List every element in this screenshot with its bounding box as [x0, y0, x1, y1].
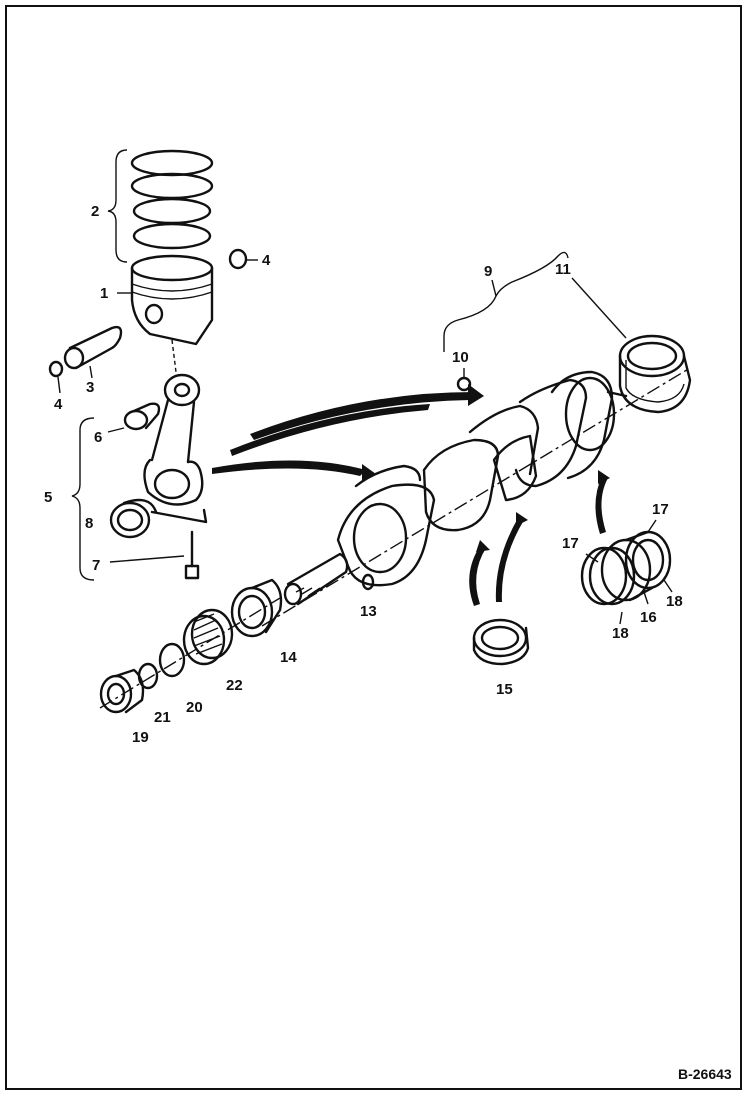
leader-17b	[647, 519, 657, 533]
washer-20	[158, 642, 186, 678]
callout-17-right: 17	[652, 501, 669, 518]
leader-11	[571, 277, 627, 339]
crankshaft	[261, 367, 691, 627]
leader-4-left	[57, 376, 61, 394]
snap-ring-right	[228, 248, 248, 270]
centerline-piston	[171, 339, 177, 373]
leader-16	[643, 591, 649, 605]
callout-9: 9	[484, 263, 492, 280]
callout-8: 8	[85, 515, 93, 532]
leader-18a	[619, 611, 623, 625]
callout-22: 22	[226, 677, 243, 694]
callout-1: 1	[100, 285, 108, 302]
callout-18-right: 18	[666, 593, 683, 610]
callout-10: 10	[452, 349, 469, 366]
front-bearing	[230, 578, 283, 638]
callout-7: 7	[92, 557, 100, 574]
callout-20: 20	[186, 699, 203, 716]
callout-14: 14	[280, 649, 297, 666]
callout-4-left: 4	[54, 396, 63, 413]
callout-2: 2	[91, 203, 99, 220]
callout-15: 15	[496, 681, 513, 698]
leader-7	[109, 555, 185, 563]
callout-4-right: 4	[262, 252, 271, 269]
centerline-front	[99, 597, 281, 709]
rod-bearing	[109, 498, 158, 539]
leader-6	[107, 427, 125, 433]
bracket-5	[71, 417, 95, 581]
small-end-bushing	[123, 402, 161, 431]
callout-3: 3	[86, 379, 94, 396]
piston	[130, 254, 214, 346]
leader-18b	[663, 579, 673, 593]
leader-3	[89, 365, 93, 379]
connecting-rod	[143, 373, 208, 524]
callout-21: 21	[154, 709, 171, 726]
callout-6: 6	[94, 429, 102, 446]
leader-17a	[585, 553, 599, 563]
main-bearing	[472, 618, 530, 666]
bracket-9	[443, 251, 569, 352]
woodruff-key	[361, 573, 375, 591]
assembly-arrows	[212, 384, 610, 606]
piston-rings	[130, 149, 214, 250]
bracket-2	[107, 149, 128, 263]
callout-17-left: 17	[562, 535, 579, 552]
timing-gear	[182, 608, 234, 666]
callout-11: 11	[555, 261, 571, 278]
snap-ring-left	[48, 360, 64, 378]
callout-13: 13	[360, 603, 377, 620]
diagram-frame	[5, 5, 742, 1090]
callout-5: 5	[44, 489, 52, 506]
callout-19: 19	[132, 729, 149, 746]
figure-reference: B-26643	[678, 1066, 732, 1082]
rod-bolt	[184, 530, 200, 580]
piston-pin	[63, 325, 123, 370]
main-bearing-sleeve	[618, 334, 692, 414]
callout-16: 16	[640, 609, 657, 626]
callout-18-left: 18	[612, 625, 629, 642]
